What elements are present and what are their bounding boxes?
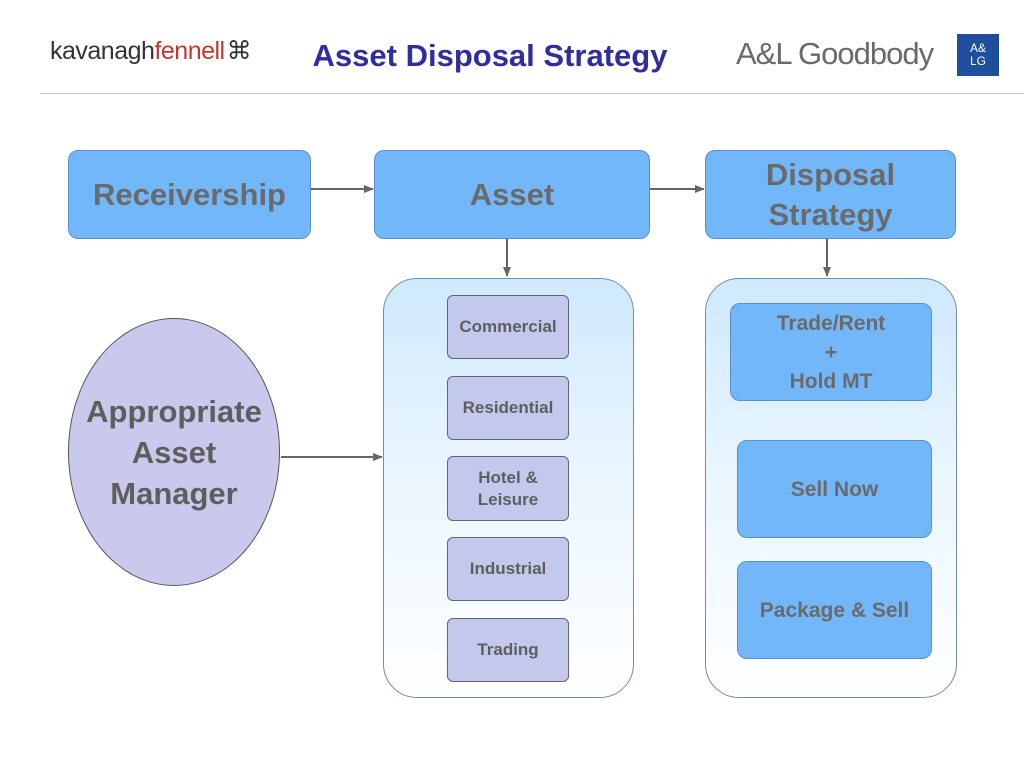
disposal-strategy-box: Disposal Strategy <box>705 150 956 239</box>
asset-type-label: Residential <box>462 398 554 417</box>
receivership-label: Receivership <box>93 176 286 212</box>
asset-type-commercial: Commercial <box>447 295 569 359</box>
asset-label: Asset <box>469 176 555 212</box>
asset-type-industrial: Industrial <box>447 537 569 601</box>
strategy-sell-now: Sell Now <box>737 440 932 538</box>
strategy-label: Package & Sell <box>759 598 910 622</box>
receivership-box: Receivership <box>68 150 311 239</box>
badge-text: A& LG <box>969 41 986 68</box>
strategy-package-sell: Package & Sell <box>737 561 932 659</box>
strategy-label: Trade/Rent + Hold MT <box>776 311 886 393</box>
strategy-trade-rent-hold: Trade/Rent + Hold MT <box>730 303 932 401</box>
asset-type-residential: Residential <box>447 376 569 440</box>
asset-type-trading: Trading <box>447 618 569 682</box>
header-divider <box>40 93 1024 94</box>
asset-type-label: Hotel & Leisure <box>477 467 539 509</box>
al-goodbody-badge: A& LG <box>957 34 999 76</box>
logo-symbol-icon: ⌘ <box>226 37 252 65</box>
disposal-strategy-label: Disposal Strategy <box>765 156 896 232</box>
asset-manager-ellipse: Appropriate Asset Manager <box>68 318 280 586</box>
asset-manager-label: Appropriate Asset Manager <box>86 393 262 511</box>
logo-text-kavanagh: kavanagh <box>50 37 155 65</box>
asset-type-label: Trading <box>477 640 539 659</box>
kavanagh-fennell-logo: kavanaghfennell⌘ <box>50 36 252 66</box>
slide-title: Asset Disposal Strategy <box>312 38 668 73</box>
strategy-label: Sell Now <box>790 477 879 501</box>
asset-type-label: Commercial <box>459 317 557 336</box>
asset-type-hotel-leisure: Hotel & Leisure <box>447 456 569 521</box>
logo-text-fennell: fennell <box>154 37 225 65</box>
asset-box: Asset <box>374 150 650 239</box>
al-goodbody-logo: A&L Goodbody <box>736 36 934 71</box>
asset-type-label: Industrial <box>469 559 547 578</box>
